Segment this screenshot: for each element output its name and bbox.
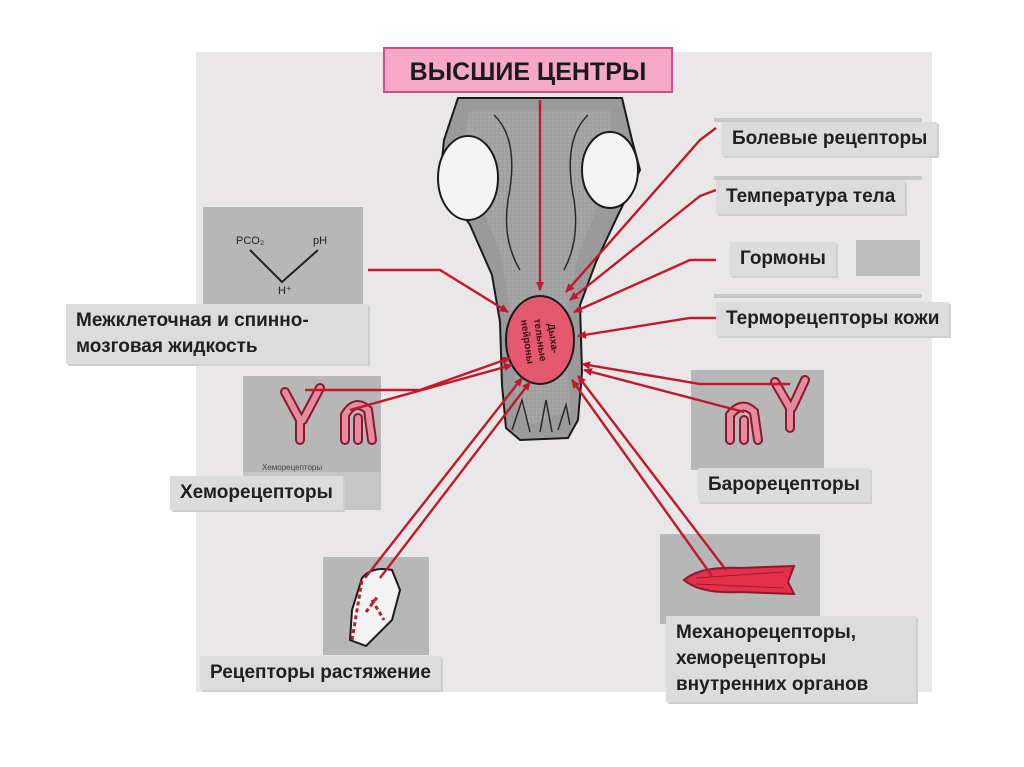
arrow-chemo-2 <box>349 363 513 412</box>
arrow-stretch-2 <box>379 381 531 579</box>
csf-thumbnail <box>203 207 363 307</box>
arrow-mechano-2 <box>577 375 727 571</box>
top-right-strip <box>714 118 922 122</box>
arrows <box>305 100 790 579</box>
brain-stem-texture <box>462 110 612 425</box>
hormones-strip <box>856 240 920 276</box>
h-plus-text: H⁺ <box>278 285 292 297</box>
baroreceptors-label: Барорецепторы <box>698 468 870 502</box>
arrow-csf <box>368 268 509 314</box>
formula-lines <box>249 249 319 284</box>
left-vessel-y-fill <box>282 385 323 443</box>
mechanoreceptors-label: Механорецепторы, хеморецепторы внутренни… <box>666 616 916 702</box>
right-colliculus <box>581 131 639 209</box>
lung-bronchi <box>350 579 386 641</box>
respiratory-neurons <box>505 295 575 385</box>
thermo-strip <box>714 294 922 298</box>
pain-receptors-label: Болевые рецепторы <box>722 122 938 156</box>
arrow-mechano <box>571 379 713 577</box>
body-temperature-label: Температура тела <box>716 180 906 214</box>
skin-thermoreceptors-label: Терморецепторы кожи <box>716 302 950 336</box>
arrow-pain <box>565 127 717 293</box>
csf-label: Межклеточная и спинно-мозговая жидкость <box>66 304 368 364</box>
arrow-baro <box>581 361 790 386</box>
chemoreceptors-label: Хеморецепторы <box>170 476 343 510</box>
left-colliculus <box>437 135 499 221</box>
pco2-text: PCO₂ <box>236 235 264 247</box>
left-arch-fill <box>342 402 375 443</box>
brain-bottom-lobes <box>511 397 571 433</box>
brain-groove-left <box>493 114 521 271</box>
arrow-stretch <box>364 377 523 579</box>
arrow-baro-2 <box>583 368 745 414</box>
temp-strip <box>714 176 922 180</box>
right-arch-fill <box>727 403 761 443</box>
higher-centers-title: ВЫСШИЕ ЦЕНТРЫ <box>383 47 673 93</box>
arrow-temp <box>569 188 717 301</box>
svg-text:Дыха-: Дыха- <box>545 323 560 354</box>
muscle-fibers <box>695 571 785 589</box>
stretch-receptors-label: Рецепторы растяжение <box>200 656 441 690</box>
small-caption: Хеморецепторы <box>262 463 322 472</box>
arrow-thermo <box>577 316 716 339</box>
arrow-hormones <box>573 258 716 314</box>
hormones-label: Гормоны <box>730 242 836 276</box>
right-vessel-y-fill <box>772 377 808 431</box>
brain-groove-right <box>563 114 589 271</box>
ph-text: pH <box>313 235 327 247</box>
